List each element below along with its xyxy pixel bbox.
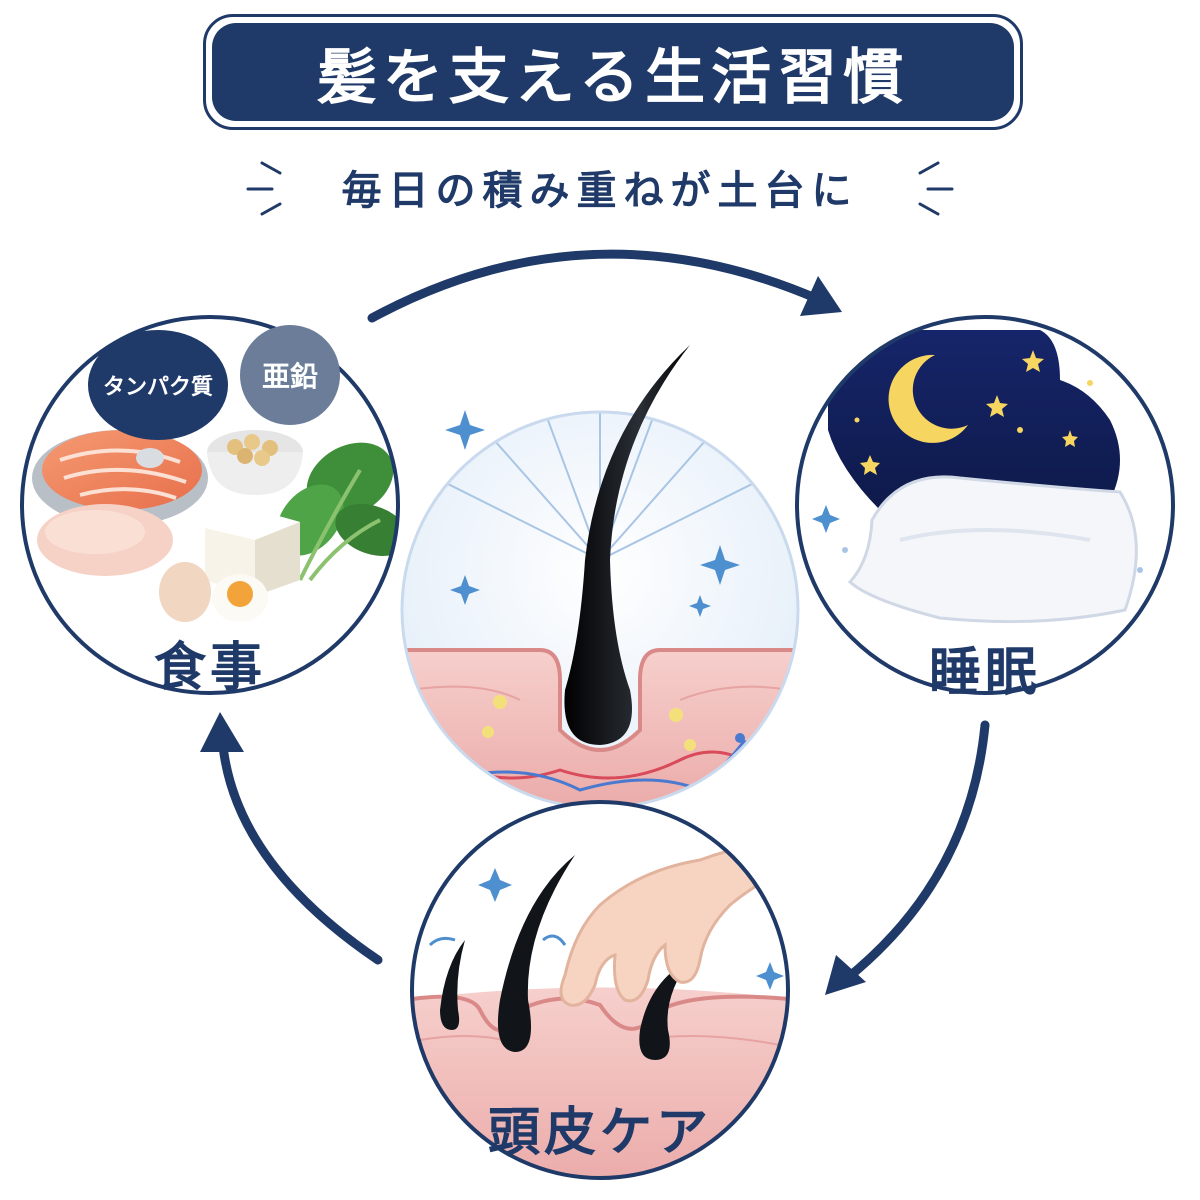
diet-card <box>20 315 400 695</box>
sleep-sparkles <box>812 505 1143 573</box>
arrowhead-bottom-right <box>825 955 866 995</box>
tofu-icon <box>205 508 300 596</box>
badge-protein: タンパク質 <box>88 330 228 440</box>
hair-follicle-icon <box>564 345 690 745</box>
cycle-arrows <box>217 249 990 985</box>
blood-vessel-red <box>439 750 761 780</box>
scalp-sparkles <box>428 868 784 990</box>
page-title: 髪を支える生活習慣 <box>316 42 910 113</box>
star-icon-group <box>854 350 1093 475</box>
subtitle-accent-left <box>246 161 282 216</box>
sparkle-icon-group <box>445 410 740 617</box>
subtitle: 毎日の積み重ねが土台に <box>341 168 859 214</box>
moon-icon <box>888 354 968 443</box>
scalp-label: 頭皮ケア <box>487 1103 712 1163</box>
subtitle-accent-right <box>918 161 954 216</box>
egg-icon <box>159 562 268 622</box>
diet-label: 食事 <box>153 638 266 698</box>
arrow-scalp-to-diet <box>217 730 383 965</box>
sleep-card <box>795 315 1175 695</box>
salmon-icon <box>32 430 208 526</box>
badge-zinc-label: 亜鉛 <box>261 360 318 393</box>
chicken-icon <box>37 504 173 576</box>
badge-zinc: 亜鉛 <box>240 325 340 425</box>
arrowhead-left-up <box>200 712 244 752</box>
arrow-diet-to-sleep <box>367 249 825 323</box>
arrowhead-right-top <box>800 276 842 316</box>
soybeans-icon <box>207 430 303 495</box>
hand-icon <box>559 838 788 1007</box>
title-banner-inner: 髪を支える生活習慣 <box>212 23 1014 121</box>
scalp-card <box>410 800 790 1180</box>
scalp-hairs <box>440 855 690 1060</box>
pillow-icon <box>847 475 1138 624</box>
arrow-sleep-to-scalp <box>840 720 990 985</box>
sleep-label: 睡眠 <box>928 643 1041 703</box>
badge-protein-label: タンパク質 <box>102 375 213 400</box>
title-banner: 髪を支える生活習慣 <box>203 14 1023 130</box>
center-follicle <box>400 345 800 810</box>
cycle-arrowheads <box>200 276 866 995</box>
